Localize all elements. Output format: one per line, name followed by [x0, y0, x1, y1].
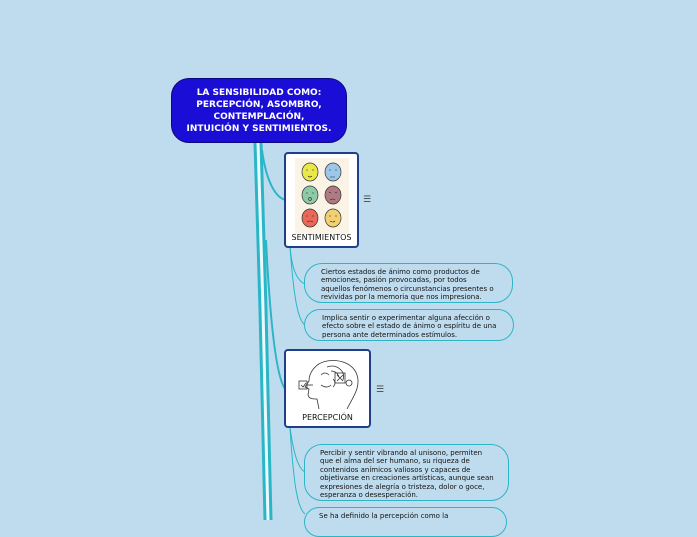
- subtopic-note[interactable]: Ciertos estados de ánimo como productos …: [304, 263, 513, 303]
- note-text: Ciertos estados de ánimo como productos …: [321, 268, 498, 302]
- subtopic-note[interactable]: Percibir y sentir vibrando al unisono, p…: [304, 444, 509, 501]
- note-text: Se ha definido la percepción como la: [319, 512, 492, 520]
- note-text: Percibir y sentir vibrando al unisono, p…: [320, 449, 494, 499]
- note-text: Implica sentir o experimentar alguna afe…: [322, 314, 499, 339]
- subtopic-note[interactable]: Se ha definido la percepción como la: [304, 507, 507, 537]
- notes-icon[interactable]: ☰: [363, 196, 371, 205]
- head-profile-illustration: [291, 357, 366, 414]
- central-topic[interactable]: LA SENSIBILIDAD COMO: PERCEPCIÓN, ASOMBR…: [171, 78, 347, 143]
- faces-illustration: [295, 158, 349, 234]
- notes-icon[interactable]: ☰: [376, 386, 384, 395]
- topic-label: SENTIMIENTOS: [286, 233, 357, 242]
- connector-lines: [0, 0, 697, 520]
- topic-label: PERCEPCIÓN: [286, 413, 369, 422]
- topic-sentimientos[interactable]: SENTIMIENTOS: [284, 152, 359, 248]
- subtopic-note[interactable]: Implica sentir o experimentar alguna afe…: [304, 309, 514, 341]
- topic-percepcion[interactable]: PERCEPCIÓN: [284, 349, 371, 428]
